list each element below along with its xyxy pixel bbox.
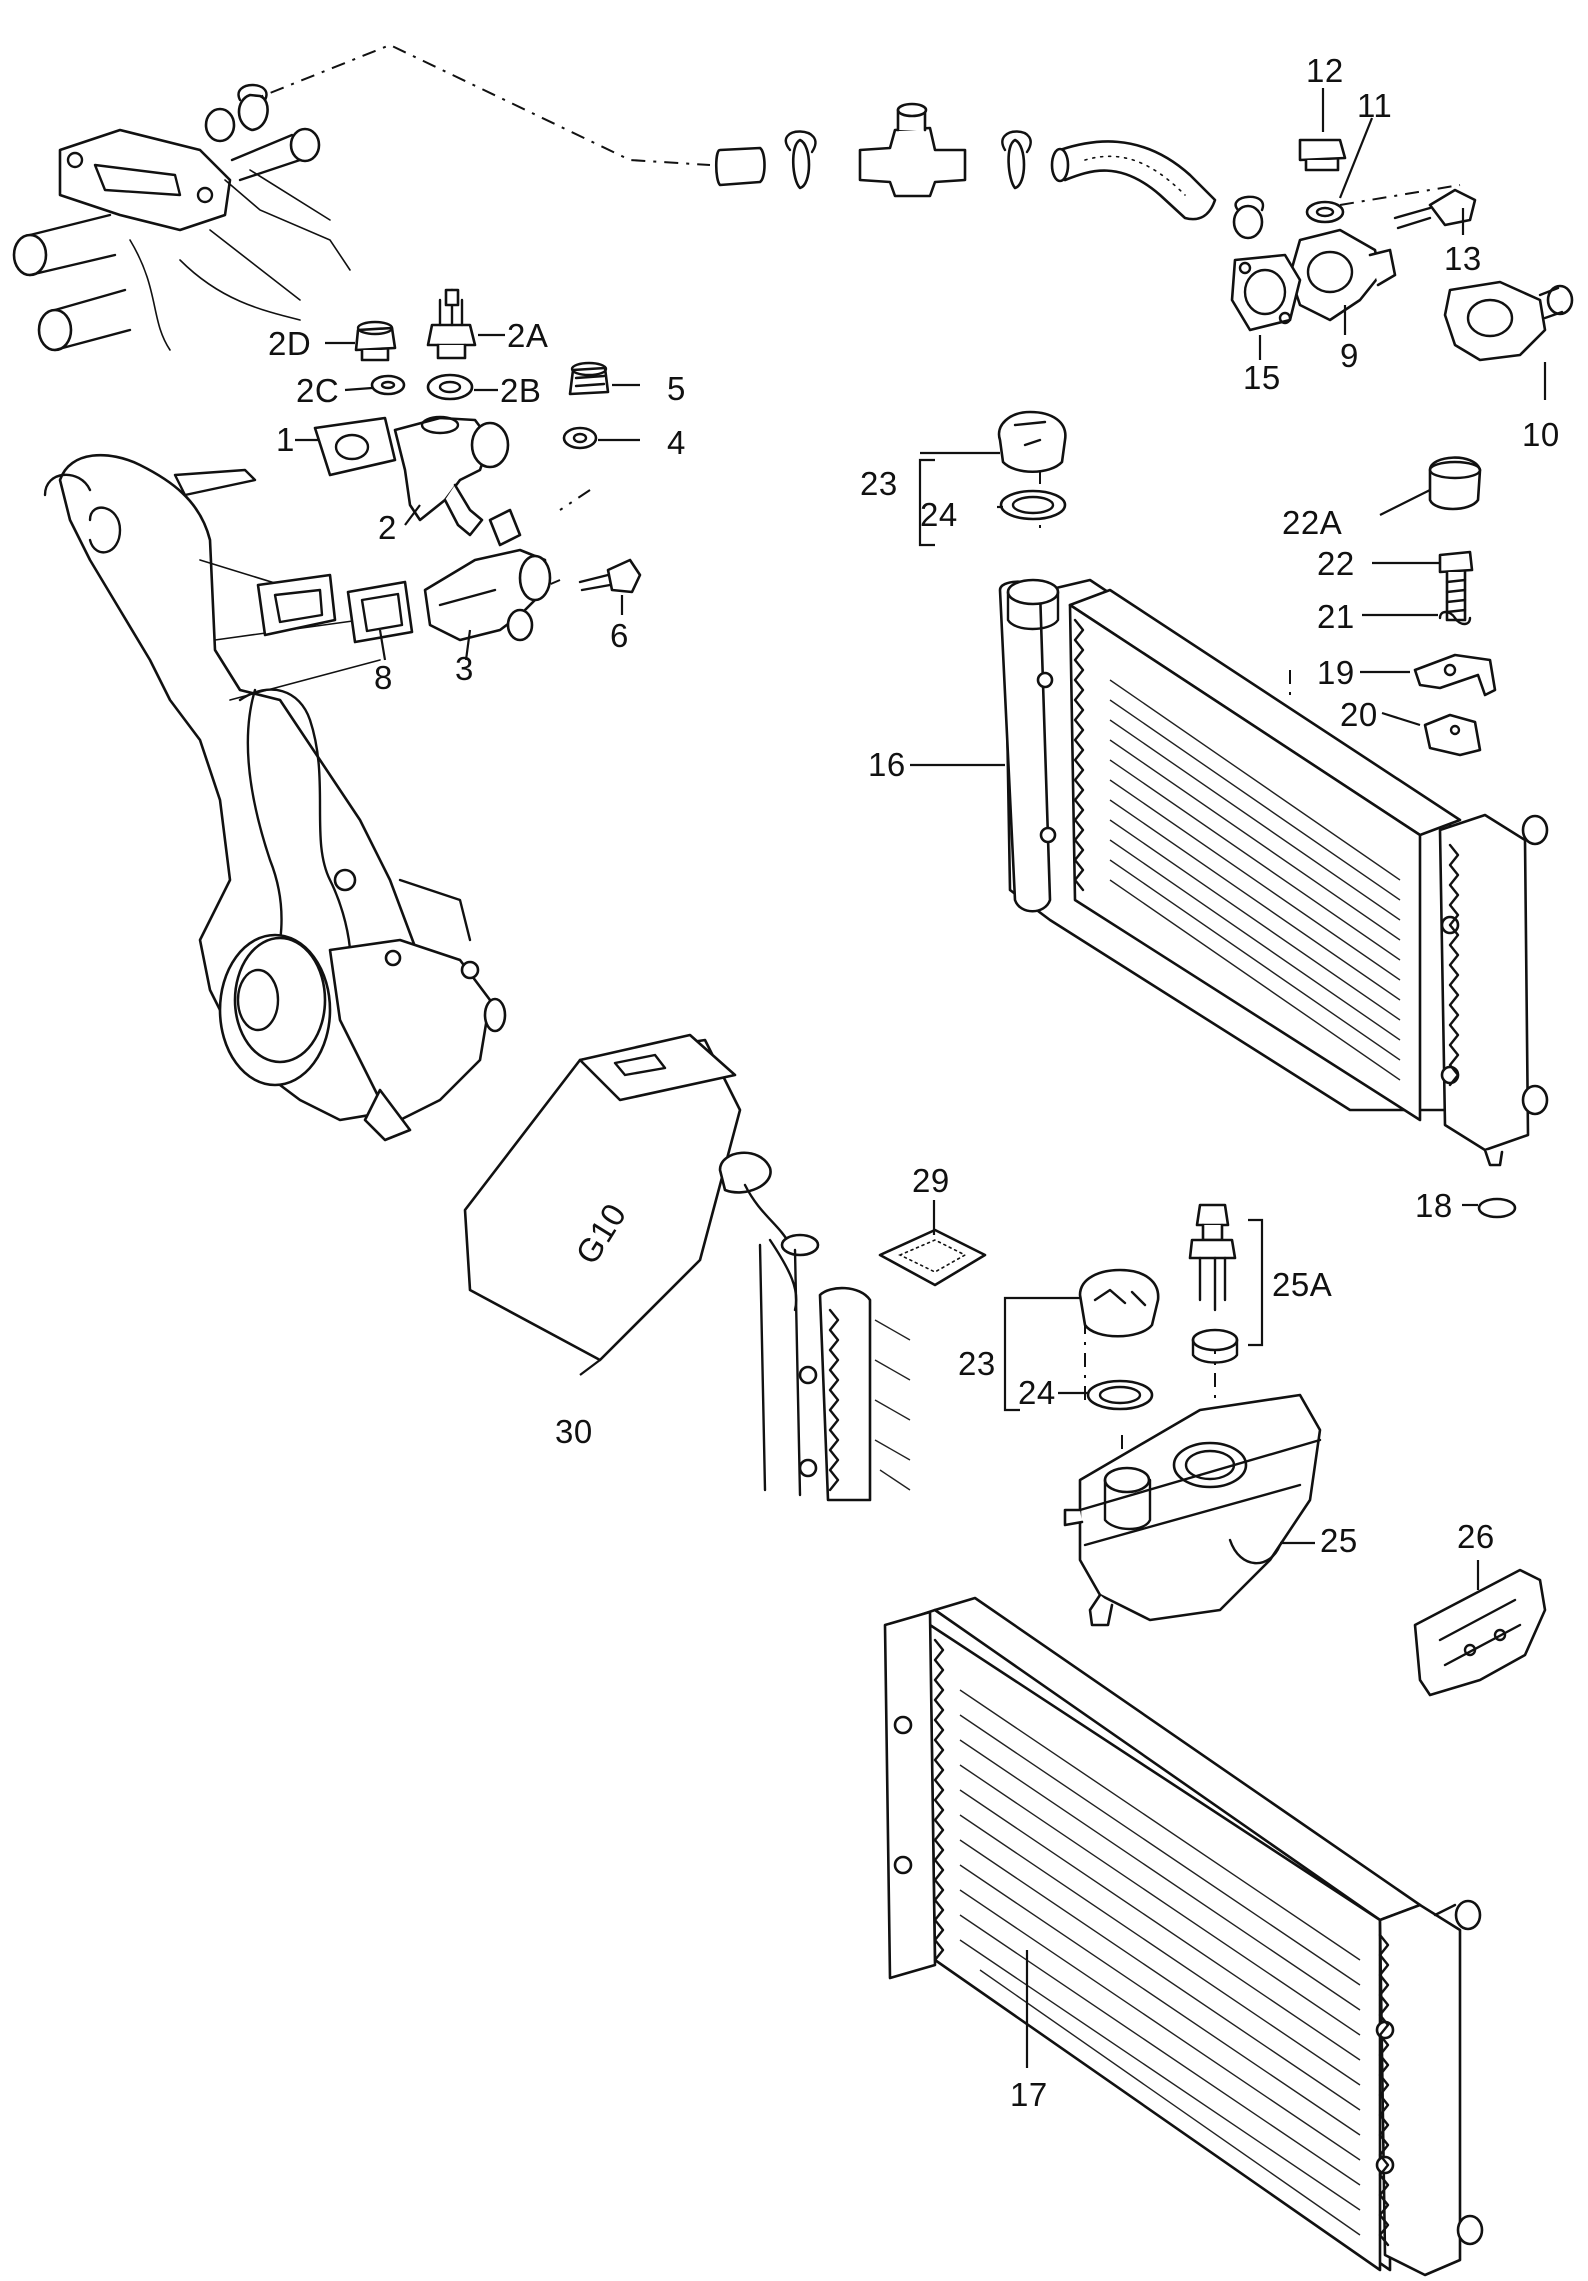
part-label-8: 8 [374,659,393,696]
part-label-15: 15 [1243,359,1281,396]
part-label-24-upper: 24 [920,496,958,533]
part-label-16: 16 [868,746,906,783]
washers-2B-2C [370,373,474,401]
part-label-9: 9 [1340,337,1359,374]
part-label-13: 13 [1444,240,1482,277]
gasket-8-drawing [346,580,414,644]
bracket-26-drawing [1413,1568,1547,1697]
cap-23-lower-drawing [1078,1268,1160,1411]
part-label-2A: 2A [507,317,548,354]
coolant-hose-assembly [237,83,1217,221]
part-label-30: 30 [555,1413,593,1450]
engine-block-drawing [12,107,507,1142]
part-label-4: 4 [667,424,686,461]
part-label-23-lower: 23 [958,1345,996,1382]
part-label-29: 29 [912,1162,950,1199]
part-label-22A: 22A [1282,504,1342,541]
part-label-25A: 25A [1272,1266,1332,1303]
part-label-2D: 2D [268,325,311,362]
flange-10-drawing [1443,280,1574,362]
part-label-3: 3 [455,650,474,687]
expansion-tank-25-drawing [1063,1393,1322,1627]
part-label-6: 6 [610,617,629,654]
part-label-26: 26 [1457,1518,1495,1555]
part-label-11: 11 [1357,87,1392,124]
part-label-2C: 2C [296,372,339,409]
housing-3-drawing [423,508,552,642]
g10-canister-drawing: G10 [463,1033,820,1362]
part-label-24-lower: 24 [1018,1374,1056,1411]
part-label-20: 20 [1340,696,1378,733]
part-label-22: 22 [1317,545,1355,582]
part-labels: 2D 2A 2C 2B 5 4 1 2 6 8 3 12 11 13 15 9 … [268,52,1560,2113]
part-label-5: 5 [667,370,686,407]
part-label-21: 21 [1317,598,1355,635]
washer-4-drawing [562,426,598,450]
part-label-19: 19 [1317,654,1355,691]
part-label-18: 18 [1415,1187,1453,1224]
bracket-hardware-drawing [1413,456,1497,757]
plug-5-drawing [568,361,610,396]
housing-2-drawing [313,415,510,537]
sensor-2A-drawing [426,288,477,360]
leader-lines [295,88,1547,2068]
part-label-10: 10 [1522,416,1560,453]
radiator-16-drawing [998,578,1549,1219]
pad-29-drawing [878,1228,987,1287]
radiator-17-drawing [883,1596,1484,2277]
part-label-2: 2 [378,509,397,546]
part-label-1: 1 [276,421,295,458]
part-label-17: 17 [1010,2076,1048,2113]
sender-25A-drawing [1188,1203,1239,1364]
plug-2D-drawing [354,320,397,362]
partial-radiator-drawing [758,1243,911,1502]
part-label-12: 12 [1306,52,1344,89]
part-label-25: 25 [1320,1522,1358,1559]
cap-23-upper-drawing [997,410,1067,521]
bolt-6-drawing [578,558,642,594]
part-label-2B: 2B [500,372,541,409]
part-label-23-upper: 23 [860,465,898,502]
housing-9-group [1230,138,1477,332]
